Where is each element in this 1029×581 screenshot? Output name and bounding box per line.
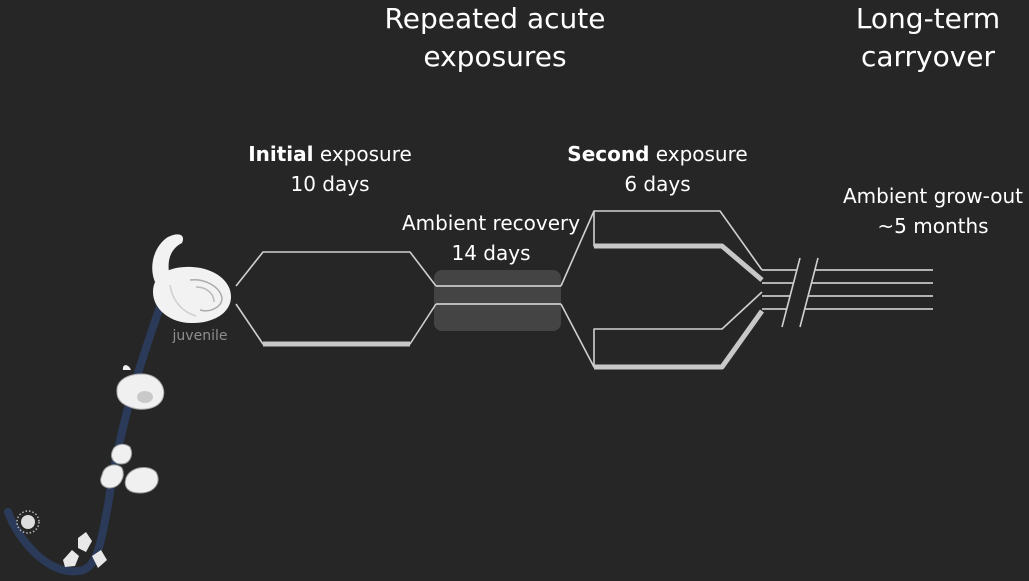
second-upper-upper (560, 210, 763, 287)
second-duration: 6 days (624, 172, 691, 196)
small-oyster-icon (111, 443, 133, 465)
heading-repeated-exposures: Repeated acute exposures (360, 0, 630, 76)
heading-long-term-carryover: Long-term carryover (828, 0, 1028, 76)
time-break-icon (781, 257, 819, 328)
recovery-duration: 14 days (451, 241, 531, 265)
second-rest: exposure (649, 142, 748, 166)
initial-rest: exposure (313, 142, 412, 166)
heading-longterm-line2: carryover (860, 40, 996, 73)
second-treatment-bars (594, 243, 765, 370)
small-oyster-icon (124, 466, 159, 494)
growout-duration: ~5 months (877, 214, 989, 238)
spat-icon (78, 532, 92, 552)
second-exposure-branches (560, 210, 763, 368)
initial-bold: Initial (248, 142, 314, 166)
recovery-lines (436, 285, 561, 305)
spat-icon (63, 550, 79, 567)
ambient-recovery-box (434, 270, 561, 331)
initial-upper-branch (235, 251, 437, 287)
second-bold: Second (567, 142, 650, 166)
heading-repeated-line2: exposures (423, 40, 567, 73)
ambient-growout-label: Ambient grow-out ~5 months (838, 181, 1028, 241)
growout-label: Ambient grow-out (842, 184, 1023, 208)
second-exposure-label: Second exposure 6 days (550, 139, 765, 199)
larva-icon (16, 510, 40, 534)
juvenile-oyster-icon (152, 234, 232, 324)
second-treatment-bar-lower (594, 309, 765, 370)
heading-repeated-line1: Repeated acute (384, 2, 606, 35)
recovery-label: Ambient recovery (401, 211, 581, 235)
second-lower-lower (593, 291, 763, 367)
juvenile-label: juvenile (172, 328, 228, 344)
medium-oyster-icon (116, 365, 165, 410)
second-treatment-bar-upper (594, 243, 764, 282)
small-oyster-icon (100, 464, 124, 489)
initial-exposure-branches (235, 251, 437, 345)
spat-icon (92, 550, 107, 568)
initial-duration: 10 days (290, 172, 370, 196)
lifecycle-curve (4, 294, 167, 576)
initial-exposure-label: Initial exposure 10 days (230, 139, 430, 199)
heading-longterm-line1: Long-term (855, 2, 1001, 35)
ambient-recovery-label: Ambient recovery 14 days (395, 208, 587, 268)
initial-lower-branch (235, 303, 437, 345)
second-lower-upper (560, 303, 763, 368)
